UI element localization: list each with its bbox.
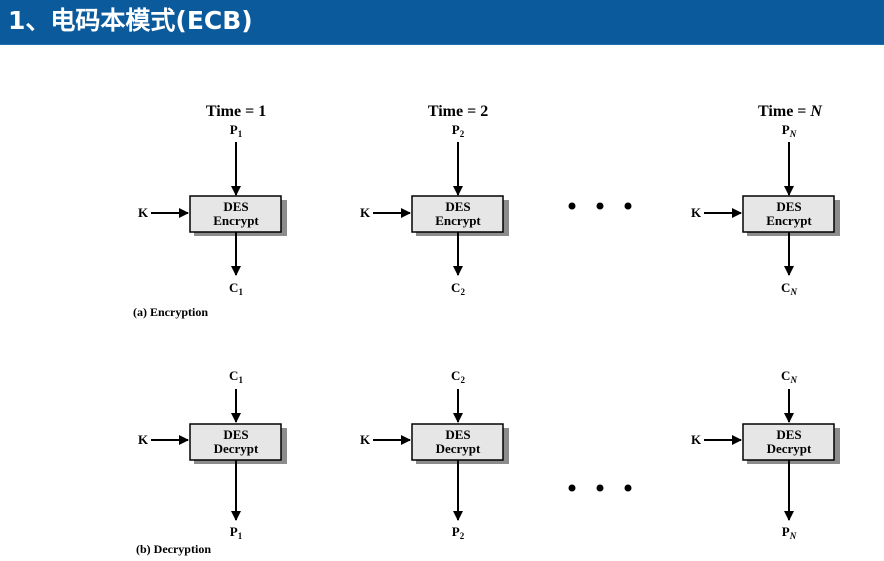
des-box-line1-enc-2: DES (445, 199, 470, 214)
key-label-dec-1: K (138, 432, 149, 447)
des-box-line1-dec-2: DES (445, 427, 470, 442)
des-box-line1-dec-1: DES (223, 427, 248, 442)
decryption-row: C1 K DES Decrypt P1 C2 K DES Decrypt P2 (136, 368, 840, 556)
decrypt-output-label-1: P1 (230, 524, 243, 541)
title-bar: 1、电码本模式(ECB) (0, 0, 884, 45)
encryption-row: P1 K DES Encrypt C1 P2 K DES Encrypt C2 (133, 122, 840, 319)
key-label-dec-2: K (360, 432, 371, 447)
decrypt-input-label-2: C2 (451, 368, 465, 385)
des-box-line1-enc-n: DES (776, 199, 801, 214)
time-label-n: Time = N (758, 103, 823, 120)
des-encrypt-box-1 (189, 195, 282, 233)
three-dots-icon (568, 202, 632, 210)
des-box-line1-dec-n: DES (776, 427, 801, 442)
des-box-line2-dec-2: Decrypt (436, 441, 481, 456)
des-box-line2-enc-1: Encrypt (213, 213, 259, 228)
encrypt-input-label-1: P1 (230, 122, 243, 139)
key-label-enc-2: K (360, 205, 371, 220)
des-decrypt-box-2 (411, 423, 504, 461)
decrypt-input-label-1: C1 (229, 368, 243, 385)
encrypt-stage-n: PN K DES Encrypt CN (691, 122, 840, 297)
key-label-enc-n: K (691, 205, 702, 220)
encrypt-output-label-2: C2 (451, 280, 465, 297)
key-label-enc-1: K (138, 205, 149, 220)
encrypt-input-label-n: PN (782, 122, 797, 139)
des-box-line2-enc-2: Encrypt (435, 213, 481, 228)
encrypt-output-label-1: C1 (229, 280, 243, 297)
encrypt-input-label-2: P2 (452, 122, 465, 139)
decryption-caption: (b) Decryption (136, 542, 211, 556)
des-box-line2-enc-n: Encrypt (766, 213, 812, 228)
des-box-line1-enc-1: DES (223, 199, 248, 214)
des-box-line2-dec-n: Decrypt (767, 441, 812, 456)
decrypt-stage-n: CN K DES Decrypt PN (691, 368, 840, 541)
encrypt-stage-2: P2 K DES Encrypt C2 (360, 122, 509, 297)
key-label-dec-n: K (691, 432, 702, 447)
decrypt-output-label-n: PN (782, 524, 797, 541)
time-label-2: Time = 2 (428, 103, 488, 120)
three-dots-icon (568, 484, 632, 492)
slide-title: 1、电码本模式(ECB) (8, 6, 253, 35)
time-label-1: Time = 1 (206, 103, 266, 120)
encryption-caption: (a) Encryption (133, 305, 208, 319)
encrypt-output-label-n: CN (781, 280, 797, 297)
encrypt-stage-1: P1 K DES Encrypt C1 (138, 122, 287, 297)
des-encrypt-box-2 (411, 195, 504, 233)
decrypt-output-label-2: P2 (452, 524, 465, 541)
decrypt-input-label-n: CN (781, 368, 797, 385)
des-box-line2-dec-1: Decrypt (214, 441, 259, 456)
des-decrypt-box-n (742, 423, 835, 461)
des-encrypt-box-n (742, 195, 835, 233)
decrypt-stage-2: C2 K DES Decrypt P2 (360, 368, 509, 541)
decrypt-stage-1: C1 K DES Decrypt P1 (138, 368, 287, 541)
